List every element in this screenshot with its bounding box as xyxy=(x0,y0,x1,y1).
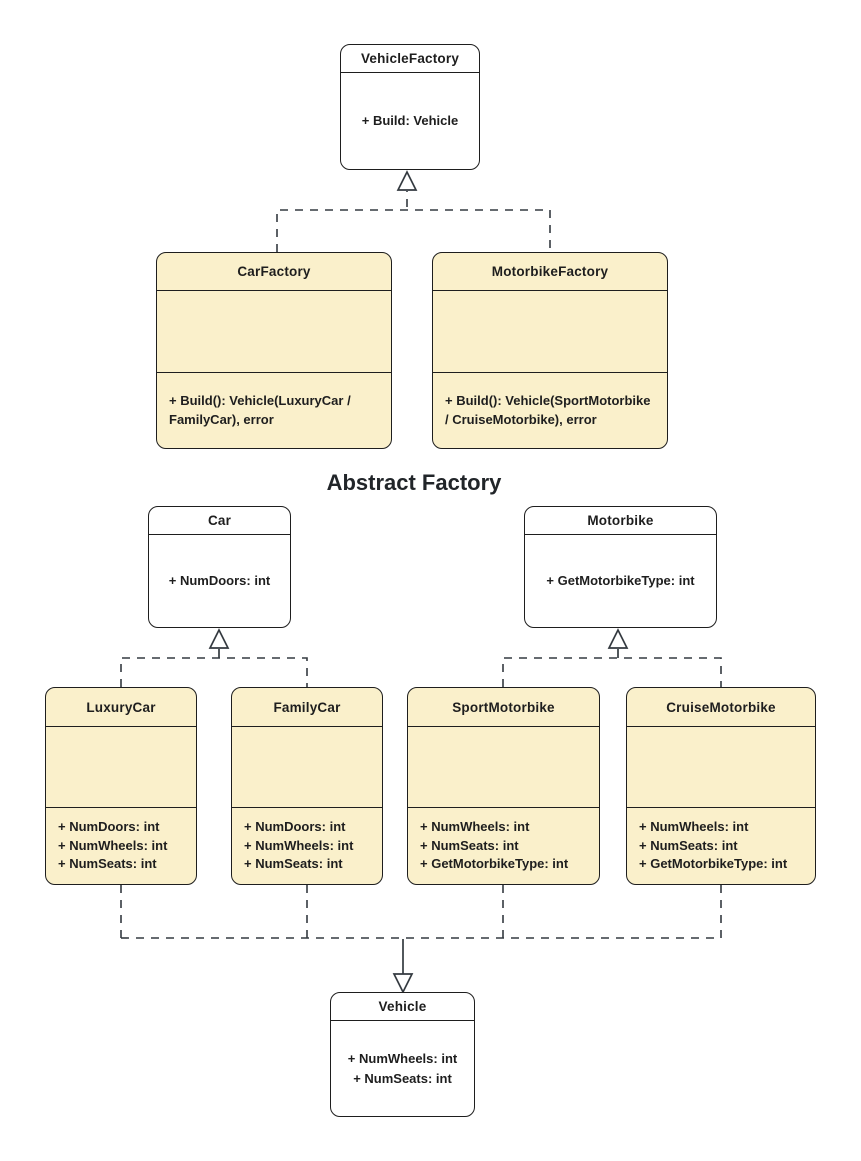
class-methods: + Build(): Vehicle(LuxuryCar / FamilyCar… xyxy=(169,393,351,427)
class-attributes-empty xyxy=(433,291,667,373)
class-title: SportMotorbike xyxy=(408,688,599,727)
class-attributes-empty xyxy=(46,727,196,808)
hollow-triangle-arrowhead-up xyxy=(208,628,230,649)
class-title: Motorbike xyxy=(525,507,716,535)
hollow-triangle-arrowhead-down xyxy=(392,973,414,994)
hollow-triangle-arrowhead-up xyxy=(396,170,418,191)
class-box-motorbikefactory[interactable]: MotorbikeFactory + Build(): Vehicle(Spor… xyxy=(432,252,668,449)
class-methods: + NumWheels: int + NumSeats: int + GetMo… xyxy=(639,819,788,872)
class-members: + NumWheels: int + NumSeats: int xyxy=(347,1051,458,1086)
class-attributes-empty xyxy=(408,727,599,808)
class-box-luxurycar[interactable]: LuxuryCar + NumDoors: int + NumWheels: i… xyxy=(45,687,197,885)
class-methods: + NumWheels: int + NumSeats: int + GetMo… xyxy=(420,819,569,872)
realization-connector-vehicle xyxy=(120,885,722,994)
class-box-vehicle[interactable]: Vehicle + NumWheels: int + NumSeats: int xyxy=(330,992,475,1117)
class-title: CarFactory xyxy=(157,253,391,291)
diagram-title: Abstract Factory xyxy=(326,470,502,495)
hollow-triangle-arrowhead-up xyxy=(607,628,629,649)
class-title: MotorbikeFactory xyxy=(433,253,667,291)
class-title: CruiseMotorbike xyxy=(627,688,815,727)
class-title: VehicleFactory xyxy=(341,45,479,73)
class-attributes-empty xyxy=(157,291,391,373)
inheritance-connector-motorbike xyxy=(502,628,722,687)
inheritance-connector-vehiclefactory xyxy=(276,170,551,252)
class-box-sportmotorbike[interactable]: SportMotorbike + NumWheels: int + NumSea… xyxy=(407,687,600,885)
class-title: FamilyCar xyxy=(232,688,382,727)
class-title: Car xyxy=(149,507,290,535)
class-title: LuxuryCar xyxy=(46,688,196,727)
class-box-carfactory[interactable]: CarFactory + Build(): Vehicle(LuxuryCar … xyxy=(156,252,392,449)
inheritance-connector-car xyxy=(120,628,308,687)
class-title: Vehicle xyxy=(331,993,474,1021)
class-methods: + NumDoors: int + NumWheels: int + NumSe… xyxy=(58,819,168,872)
class-members: + NumDoors: int xyxy=(168,573,271,589)
class-methods: + Build(): Vehicle(SportMotorbike / Crui… xyxy=(445,393,651,427)
class-box-car[interactable]: Car + NumDoors: int xyxy=(148,506,291,628)
class-box-motorbike[interactable]: Motorbike + GetMotorbikeType: int xyxy=(524,506,717,628)
class-methods: + NumDoors: int + NumWheels: int + NumSe… xyxy=(244,819,354,872)
class-box-cruisemotorbike[interactable]: CruiseMotorbike + NumWheels: int + NumSe… xyxy=(626,687,816,885)
class-box-vehiclefactory[interactable]: VehicleFactory + Build: Vehicle xyxy=(340,44,480,170)
class-box-familycar[interactable]: FamilyCar + NumDoors: int + NumWheels: i… xyxy=(231,687,383,885)
class-members: + GetMotorbikeType: int xyxy=(546,573,695,589)
class-attributes-empty xyxy=(627,727,815,808)
class-attributes-empty xyxy=(232,727,382,808)
class-members: + Build: Vehicle xyxy=(361,113,459,129)
